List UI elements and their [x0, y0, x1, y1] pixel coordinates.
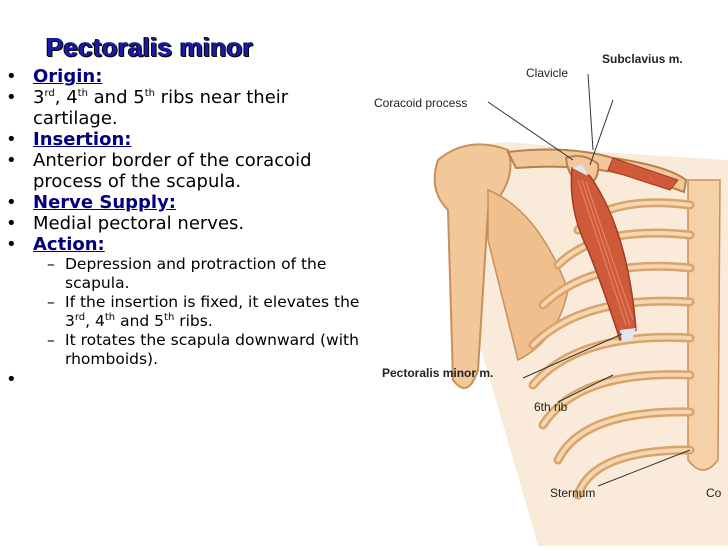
- subclavius-muscle: [607, 157, 679, 191]
- sub-bullet-elevates: If the insertion is fixed, it elevates t…: [33, 293, 366, 331]
- label-coracoid-process: Coracoid process: [374, 96, 468, 110]
- bullet-insertion: Insertion:: [6, 129, 366, 150]
- sternum: [687, 179, 721, 471]
- label-subclavius: Subclavius m.: [602, 52, 683, 66]
- bullet-nerve-supply: Nerve Supply:: [6, 192, 366, 213]
- origin-label: Origin:: [33, 66, 103, 87]
- nerve-supply-label: Nerve Supply:: [33, 192, 177, 213]
- anatomy-figure: Subclavius m. Clavicle Coracoid process …: [368, 40, 728, 546]
- action-sub-list: Depression and protraction of the scapul…: [33, 255, 366, 369]
- slide-title: Pectoralis minor: [46, 32, 253, 62]
- bullet-empty: [6, 369, 366, 390]
- bullet-origin-detail: 3rd, 4th and 5th ribs near their cartila…: [6, 87, 366, 129]
- sub-bullet-rotates: It rotates the scapula downward (with rh…: [33, 331, 366, 369]
- bullet-insertion-detail: Anterior border of the coracoid process …: [6, 150, 366, 192]
- label-clavicle: Clavicle: [526, 66, 569, 80]
- label-co: Co: [706, 486, 722, 500]
- bullet-origin: Origin:: [6, 66, 366, 87]
- bullet-action: Action: Depression and protraction of th…: [6, 234, 366, 369]
- sub-bullet-depression: Depression and protraction of the scapul…: [33, 255, 366, 293]
- action-label: Action:: [33, 234, 105, 255]
- pectoralis-minor-muscle: [570, 166, 637, 342]
- label-6th-rib: 6th rib: [534, 400, 568, 414]
- label-sternum: Sternum: [550, 486, 596, 500]
- bullet-nerve-detail: Medial pectoral nerves.: [6, 213, 366, 234]
- label-pectoralis-minor: Pectoralis minor m.: [382, 366, 494, 380]
- insertion-label: Insertion:: [33, 129, 132, 150]
- anatomy-illustration: [433, 73, 728, 546]
- bullet-list: Origin: 3rd, 4th and 5th ribs near their…: [6, 66, 366, 390]
